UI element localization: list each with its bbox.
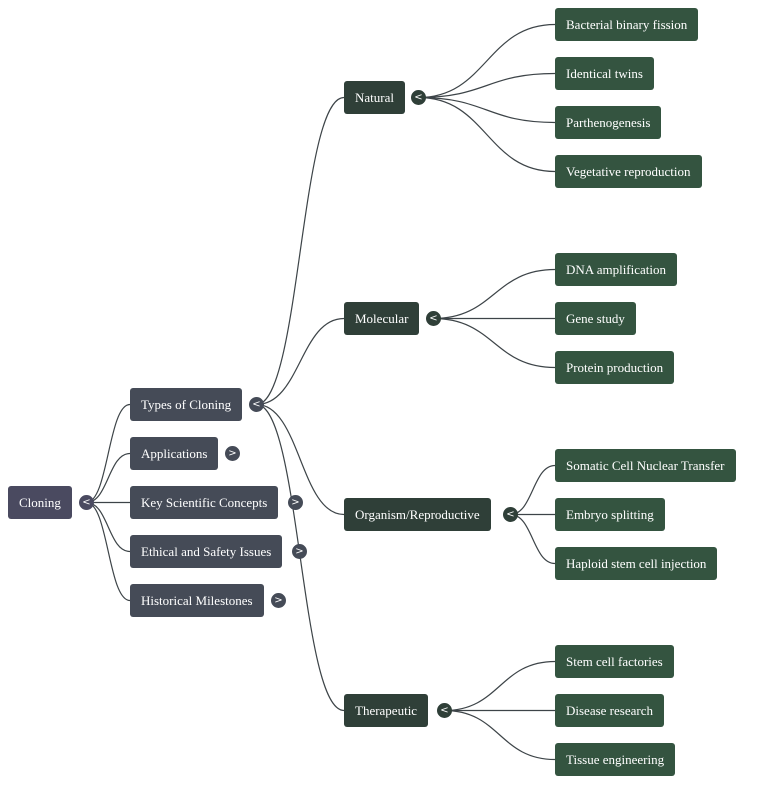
types-of-cloning-collapse-toggle-icon[interactable]: <	[249, 397, 264, 412]
molecular-collapse-toggle-icon[interactable]: <	[426, 311, 441, 326]
leaf-parthenogenesis[interactable]: Parthenogenesis	[555, 106, 662, 139]
leaf-haploid-stem-cell-injection[interactable]: Haploid stem cell injection	[555, 547, 718, 580]
type-molecular[interactable]: Molecular	[344, 302, 420, 335]
leaf-somatic-cell-nuclear-transfer[interactable]: Somatic Cell Nuclear Transfer	[555, 449, 736, 482]
link-leaf-stem-cell-factories	[444, 660, 556, 712]
leaf-dna-amplification[interactable]: DNA amplification	[555, 253, 678, 286]
link-branch-ethical-and-safety-issues	[86, 501, 131, 553]
link-type-organism-reproductive	[256, 403, 345, 516]
link-leaf-somatic-cell-nuclear-transfer	[510, 464, 556, 516]
branch-types-of-cloning[interactable]: Types of Cloning	[130, 388, 243, 421]
branch-applications[interactable]: Applications	[130, 437, 219, 470]
leaf-tissue-engineering[interactable]: Tissue engineering	[555, 743, 676, 776]
branch-historical-milestones[interactable]: Historical Milestones	[130, 584, 264, 617]
link-leaf-vegetative-reproduction	[418, 96, 556, 173]
link-leaf-tissue-engineering	[444, 709, 556, 761]
natural-collapse-toggle-icon[interactable]: <	[411, 90, 426, 105]
key-scientific-concepts-expand-toggle-icon[interactable]: >	[288, 495, 303, 510]
link-leaf-dna-amplification	[433, 268, 556, 320]
link-leaf-identical-twins	[418, 72, 556, 99]
link-leaf-bacterial-binary-fission	[418, 23, 556, 99]
type-natural[interactable]: Natural	[344, 81, 405, 114]
type-therapeutic[interactable]: Therapeutic	[344, 694, 429, 727]
therapeutic-collapse-toggle-icon[interactable]: <	[437, 703, 452, 718]
link-type-natural	[256, 96, 345, 406]
ethical-and-safety-issues-expand-toggle-icon[interactable]: >	[292, 544, 307, 559]
organism-reproductive-collapse-toggle-icon[interactable]: <	[503, 507, 518, 522]
link-branch-applications	[86, 452, 131, 504]
applications-expand-toggle-icon[interactable]: >	[225, 446, 240, 461]
root-node-cloning[interactable]: Cloning	[8, 486, 72, 519]
type-organism-reproductive[interactable]: Organism/Reproductive	[344, 498, 491, 531]
branch-key-scientific-concepts[interactable]: Key Scientific Concepts	[130, 486, 279, 519]
link-branch-historical-milestones	[86, 501, 131, 602]
leaf-disease-research[interactable]: Disease research	[555, 694, 664, 727]
root-collapse-toggle-icon[interactable]: <	[79, 495, 94, 510]
historical-milestones-expand-toggle-icon[interactable]: >	[271, 593, 286, 608]
leaf-stem-cell-factories[interactable]: Stem cell factories	[555, 645, 674, 678]
link-type-molecular	[256, 317, 345, 406]
leaf-bacterial-binary-fission[interactable]: Bacterial binary fission	[555, 8, 699, 41]
leaf-protein-production[interactable]: Protein production	[555, 351, 675, 384]
leaf-embryo-splitting[interactable]: Embryo splitting	[555, 498, 665, 531]
link-leaf-haploid-stem-cell-injection	[510, 513, 556, 565]
leaf-vegetative-reproduction[interactable]: Vegetative reproduction	[555, 155, 702, 188]
link-branch-types-of-cloning	[86, 403, 131, 504]
leaf-identical-twins[interactable]: Identical twins	[555, 57, 654, 90]
leaf-gene-study[interactable]: Gene study	[555, 302, 636, 335]
link-leaf-parthenogenesis	[418, 96, 556, 124]
branch-ethical-and-safety-issues[interactable]: Ethical and Safety Issues	[130, 535, 283, 568]
link-leaf-protein-production	[433, 317, 556, 369]
